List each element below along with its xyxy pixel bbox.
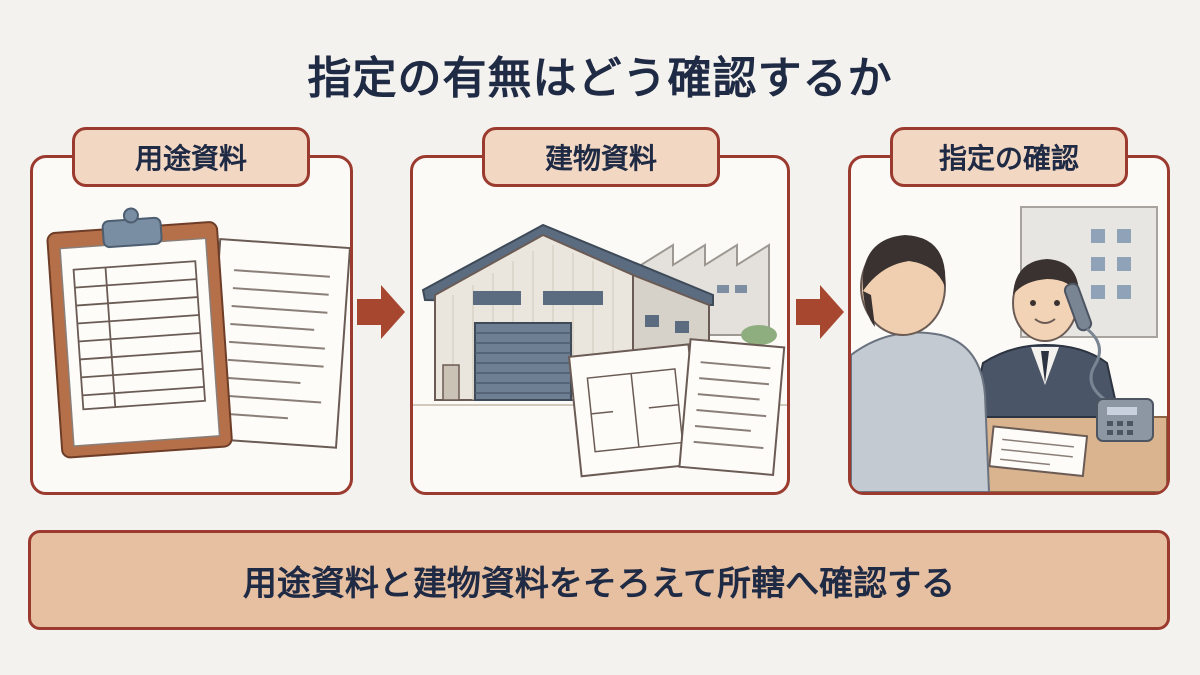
clipboard-documents-icon <box>33 195 350 492</box>
step-label-confirmation: 指定の確認 <box>890 127 1128 187</box>
flow-arrow-right-icon <box>796 285 844 343</box>
building-blueprint-icon <box>413 195 787 492</box>
step-label-usage: 用途資料 <box>72 127 310 187</box>
flow-arrow-right-icon <box>357 285 405 343</box>
summary-banner: 用途資料と建物資料をそろえて所轄へ確認する <box>28 530 1170 630</box>
step-label-building: 建物資料 <box>482 127 720 187</box>
phone-consultation-icon <box>851 195 1167 492</box>
page-title: 指定の有無はどう確認するか <box>307 53 893 104</box>
